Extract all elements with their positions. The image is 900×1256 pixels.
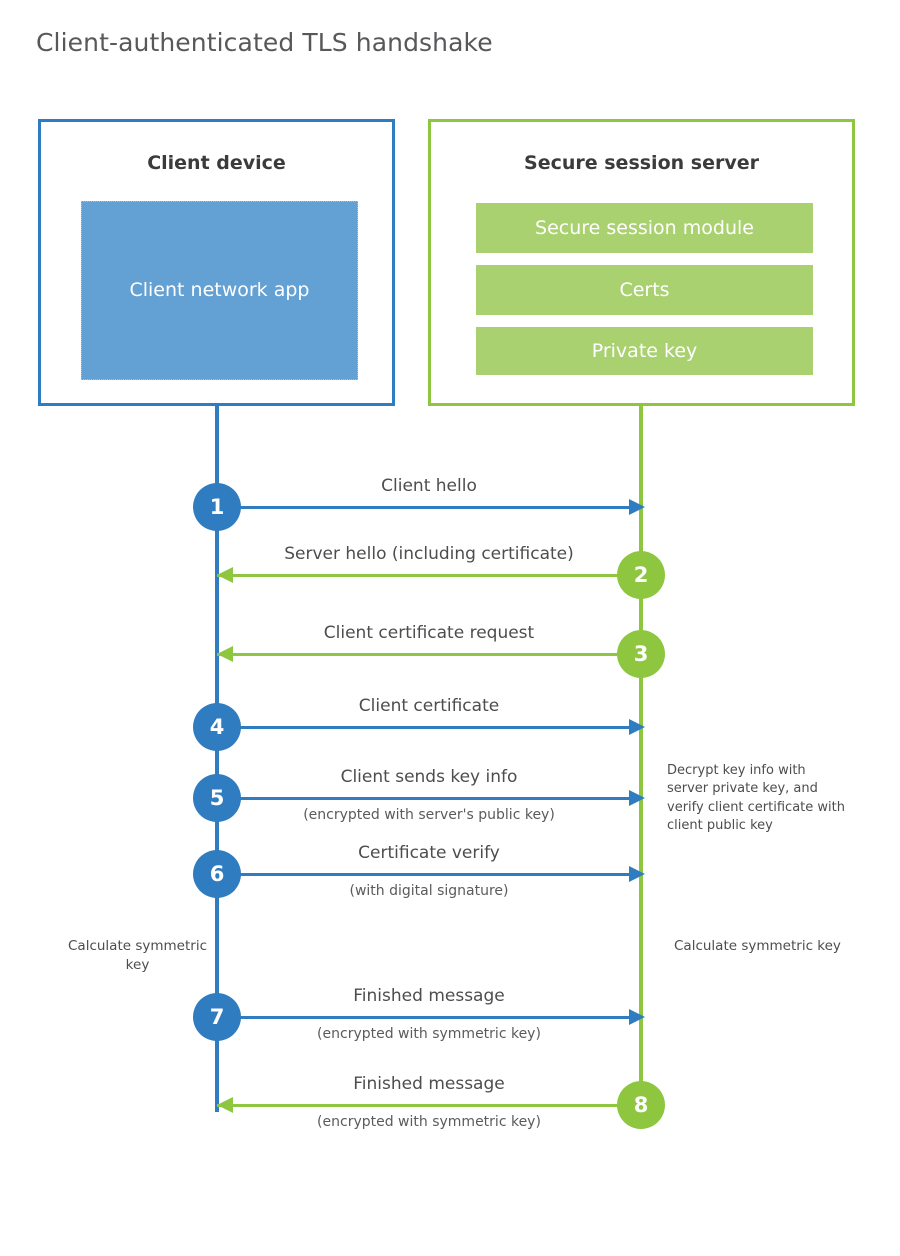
step-circle-7[interactable]: 7 xyxy=(193,993,241,1041)
message-line-2 xyxy=(217,574,641,577)
step-circle-1[interactable]: 1 xyxy=(193,483,241,531)
step-circle-3[interactable]: 3 xyxy=(617,630,665,678)
step-circle-6[interactable]: 6 xyxy=(193,850,241,898)
message-label-2: Server hello (including certificate) xyxy=(284,544,574,564)
server-lifeline xyxy=(639,405,643,1105)
note-decrypt-key-info: Decrypt key info with server private key… xyxy=(667,763,845,834)
client-network-app-block: Client network app xyxy=(81,201,358,380)
arrow-left-icon xyxy=(217,646,233,662)
arrow-right-icon xyxy=(629,866,645,882)
step-circle-4[interactable]: 4 xyxy=(193,703,241,751)
client-lifeline xyxy=(215,405,219,1112)
step-circle-5[interactable]: 5 xyxy=(193,774,241,822)
client-device-box: Client device Client network app xyxy=(38,119,395,406)
step-circle-8[interactable]: 8 xyxy=(617,1081,665,1129)
message-label-1: Client hello xyxy=(381,476,477,496)
step-circle-2[interactable]: 2 xyxy=(617,551,665,599)
arrow-right-icon xyxy=(629,1009,645,1025)
arrow-right-icon xyxy=(629,499,645,515)
message-line-5 xyxy=(217,797,641,800)
message-label-3: Client certificate request xyxy=(323,623,535,643)
page-title: Client-authenticated TLS handshake xyxy=(36,28,493,57)
arrow-right-icon xyxy=(629,719,645,735)
message-line-4 xyxy=(217,726,641,729)
arrow-left-icon xyxy=(217,1097,233,1113)
secure-session-server-title: Secure session server xyxy=(524,152,759,174)
server-module-certs: Certs xyxy=(476,265,813,315)
message-line-6 xyxy=(217,873,641,876)
arrow-right-icon xyxy=(629,790,645,806)
server-module-private-key: Private key xyxy=(476,327,813,375)
message-sublabel-5: (encrypted with server's public key) xyxy=(303,807,555,823)
message-sublabel-8: (encrypted with symmetric key) xyxy=(317,1114,541,1130)
message-line-3 xyxy=(217,653,641,656)
arrow-left-icon xyxy=(217,567,233,583)
client-device-title: Client device xyxy=(147,152,286,174)
note-calculate-symmetric-key-client: Calculate symmetric key xyxy=(68,938,207,974)
secure-session-server-box: Secure session server Secure session mod… xyxy=(428,119,855,406)
message-label-5: Client sends key info xyxy=(340,767,518,787)
message-label-4: Client certificate xyxy=(358,696,500,716)
message-label-6: Certificate verify xyxy=(358,843,500,863)
message-line-7 xyxy=(217,1016,641,1019)
message-sublabel-6: (with digital signature) xyxy=(349,883,509,899)
message-line-8 xyxy=(217,1104,641,1107)
message-label-8: Finished message xyxy=(353,1074,505,1094)
message-line-1 xyxy=(217,506,641,509)
message-sublabel-7: (encrypted with symmetric key) xyxy=(317,1026,541,1042)
message-label-7: Finished message xyxy=(353,986,505,1006)
server-module-secure-session-module: Secure session module xyxy=(476,203,813,253)
note-calculate-symmetric-key-server: Calculate symmetric key xyxy=(674,938,841,954)
